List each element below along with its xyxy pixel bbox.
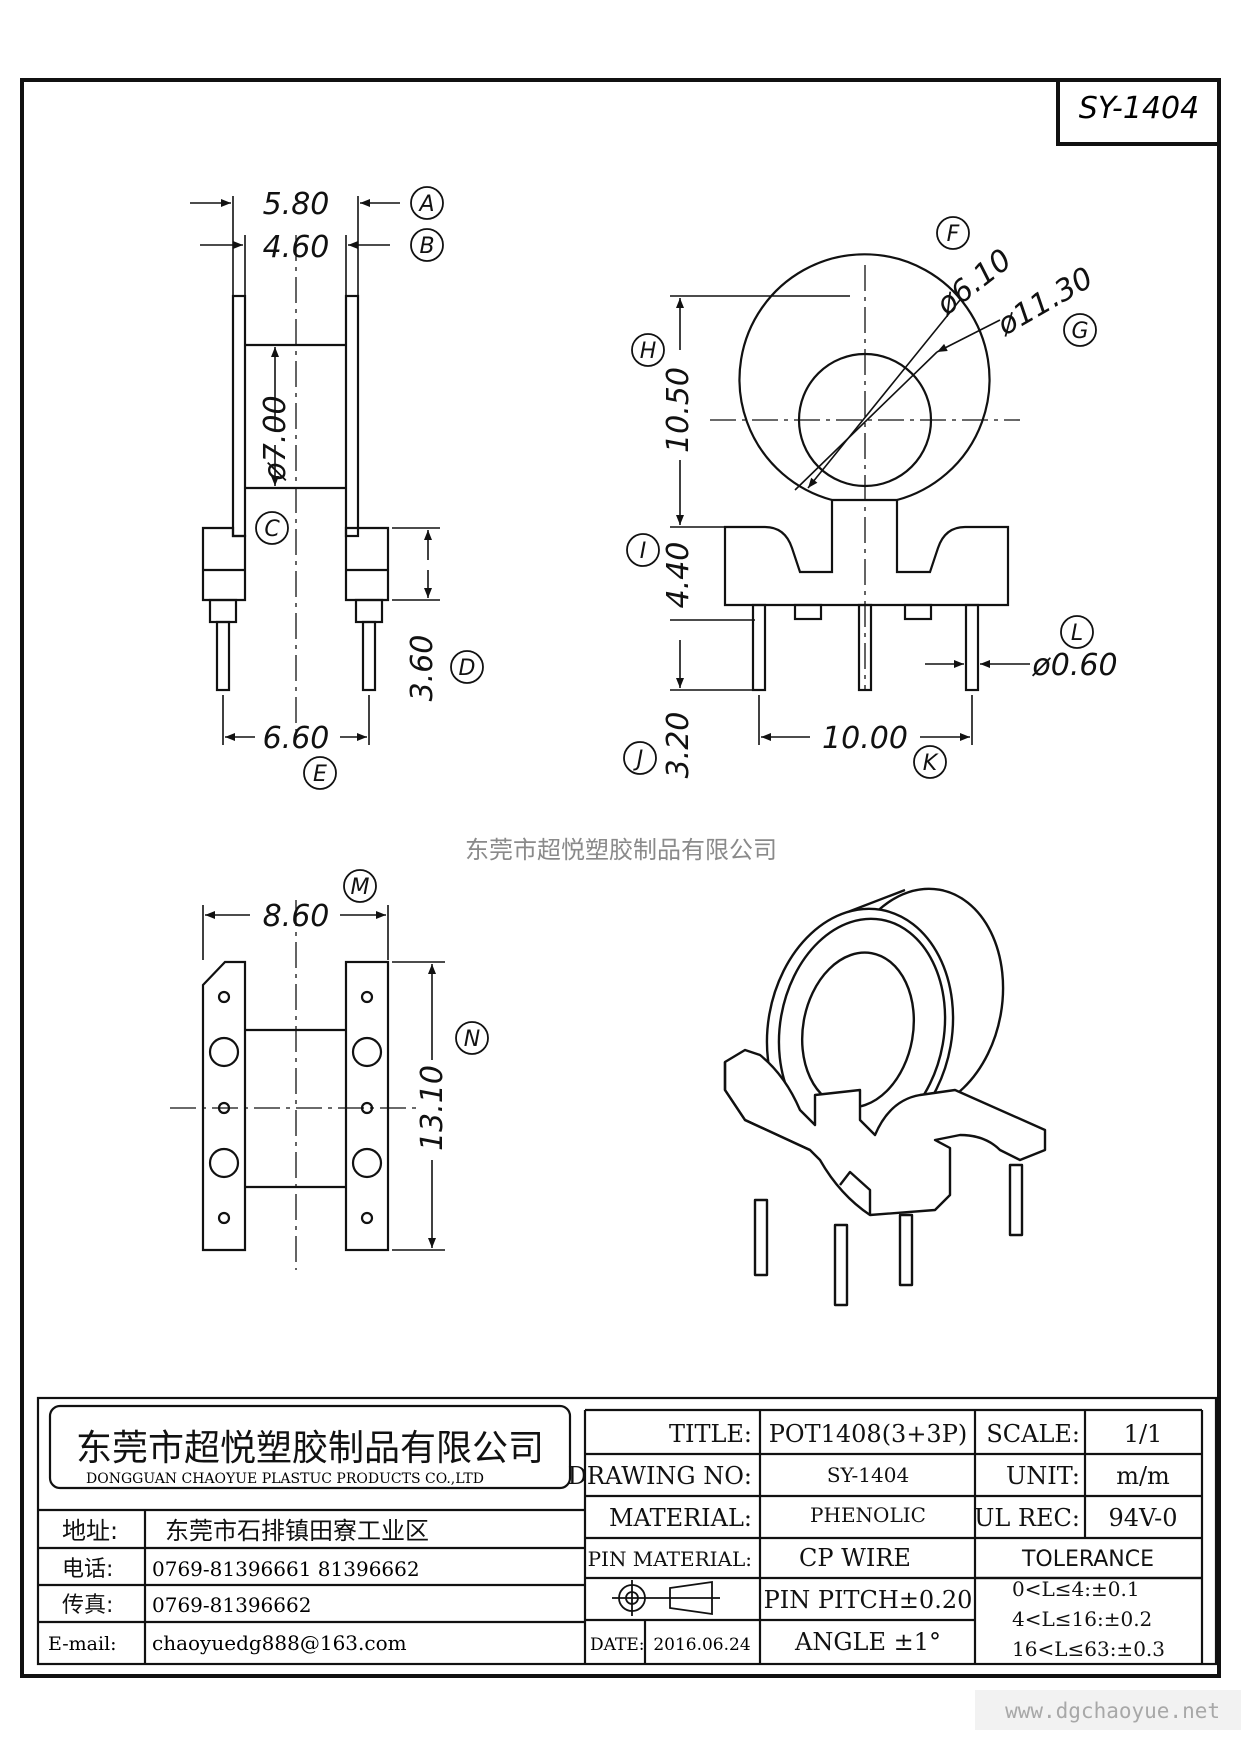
callout-letter: M [351, 875, 370, 900]
callout-j: J [623, 741, 657, 775]
callout-a: A [410, 186, 444, 220]
material-label: MATERIAL: [609, 1504, 752, 1532]
tolerance-row-1: 0<L≤4:±0.1 [1012, 1577, 1140, 1601]
side-view-dimensions [670, 295, 1030, 745]
dim-e-value: 6.60 [263, 721, 330, 756]
callout-n: N [455, 1021, 489, 1055]
side-view [710, 253, 1020, 692]
bottom-view [170, 900, 420, 1270]
isometric-view [723, 887, 1047, 1307]
tolerance-row-3: 16<L≤63:±0.3 [1012, 1637, 1165, 1661]
dim-k-value: 10.00 [822, 721, 908, 756]
callout-letter: H [640, 339, 657, 364]
callout-f: F [936, 216, 970, 250]
callout-letter: F [947, 222, 960, 247]
drawing-id-box: SY-1404 [1056, 78, 1221, 146]
angle-tolerance: ANGLE ±1° [794, 1628, 941, 1656]
bottom-view-dimensions [202, 905, 445, 1251]
email-value: chaoyuedg888@163.com [152, 1631, 407, 1655]
dim-j-value: 3.20 [661, 712, 696, 779]
pin-material-value: CP WIRE [799, 1544, 911, 1572]
dim-i-value: 4.40 [661, 542, 696, 609]
callout-d: D [450, 650, 484, 684]
callout-letter: I [640, 539, 647, 564]
fax-label: 传真: [62, 1593, 113, 1618]
tolerance-label: TOLERANCE [1021, 1547, 1154, 1572]
scale-label: SCALE: [986, 1420, 1080, 1448]
title-block [36, 1396, 1218, 1666]
title-value: POT1408(3+3P) [769, 1420, 967, 1448]
website-url: www.dgchaoyue.net [1005, 1699, 1220, 1723]
callout-letter: G [1071, 319, 1088, 344]
dim-h-value: 10.50 [661, 367, 696, 453]
unit-label: UNIT: [1006, 1462, 1080, 1490]
watermark: 东莞市超悦塑胶制品有限公司 [465, 836, 777, 864]
callout-e: E [303, 756, 337, 790]
drawing-no-label: DRAWING NO: [568, 1462, 752, 1490]
callout-letter: J [633, 747, 644, 772]
website-bar [975, 1690, 1241, 1730]
callout-letter: K [923, 751, 939, 776]
callout-labels: AB C D E F G H I J K L M N [255, 186, 1097, 1055]
company-name-en: DONGGUAN CHAOYUE PLASTUC PRODUCTS CO.,LT… [86, 1471, 484, 1487]
phone-value: 0769-81396661 81396662 [152, 1557, 420, 1581]
callout-letter: A [417, 192, 434, 217]
address-value: 东莞市石排镇田寮工业区 [165, 1517, 429, 1545]
ul-label: UL REC: [974, 1504, 1080, 1532]
address-label: 地址: [62, 1517, 118, 1545]
drawing-no-value: SY-1404 [827, 1463, 909, 1487]
sheet-frame [20, 78, 1221, 1678]
date-label: DATE: [590, 1635, 644, 1655]
callout-m: M [343, 869, 377, 903]
callout-letter: L [1071, 621, 1083, 646]
dim-m-value: 8.60 [263, 899, 330, 934]
dim-b-value: 4.60 [263, 230, 330, 265]
title-label: TITLE: [669, 1420, 752, 1448]
callout-k: K [913, 745, 947, 779]
scale-value: 1/1 [1124, 1420, 1163, 1448]
callout-letter: N [464, 1027, 480, 1052]
callout-letter: B [419, 234, 434, 259]
drawing-id: SY-1404 [1079, 91, 1199, 126]
dim-a-value: 5.80 [263, 187, 330, 222]
ul-value: 94V-0 [1108, 1504, 1177, 1532]
date-value: 2016.06.24 [653, 1635, 750, 1655]
front-view [201, 235, 390, 740]
tolerance-row-2: 4<L≤16:±0.2 [1012, 1607, 1152, 1631]
callout-i: I [626, 533, 660, 567]
callout-l: L [1060, 615, 1094, 649]
dim-l-value: ø0.60 [1031, 648, 1117, 683]
projection-symbol-icon [612, 1580, 720, 1616]
dim-bore-value: ø7.00 [258, 395, 293, 481]
callout-letter: C [264, 517, 280, 542]
material-value: PHENOLIC [810, 1503, 926, 1527]
phone-label: 电话: [62, 1557, 113, 1582]
callout-letter: D [459, 656, 476, 681]
pin-pitch: PIN PITCH±0.20 [764, 1586, 973, 1614]
fax-value: 0769-81396662 [152, 1593, 311, 1617]
pin-material-label: PIN MATERIAL: [588, 1547, 752, 1571]
dim-d-value: 3.60 [405, 635, 440, 702]
company-name-cn: 东莞市超悦塑胶制品有限公司 [76, 1428, 544, 1469]
callout-h: H [631, 333, 665, 367]
callout-b: B [410, 228, 444, 262]
callout-letter: E [313, 762, 327, 787]
email-label: E-mail: [48, 1633, 117, 1655]
callout-c: C [255, 511, 289, 545]
front-view-dimensions [190, 196, 440, 745]
callout-g: G [1063, 313, 1097, 347]
unit-value: m/m [1116, 1462, 1170, 1490]
dim-n-value: 13.10 [415, 1065, 450, 1151]
